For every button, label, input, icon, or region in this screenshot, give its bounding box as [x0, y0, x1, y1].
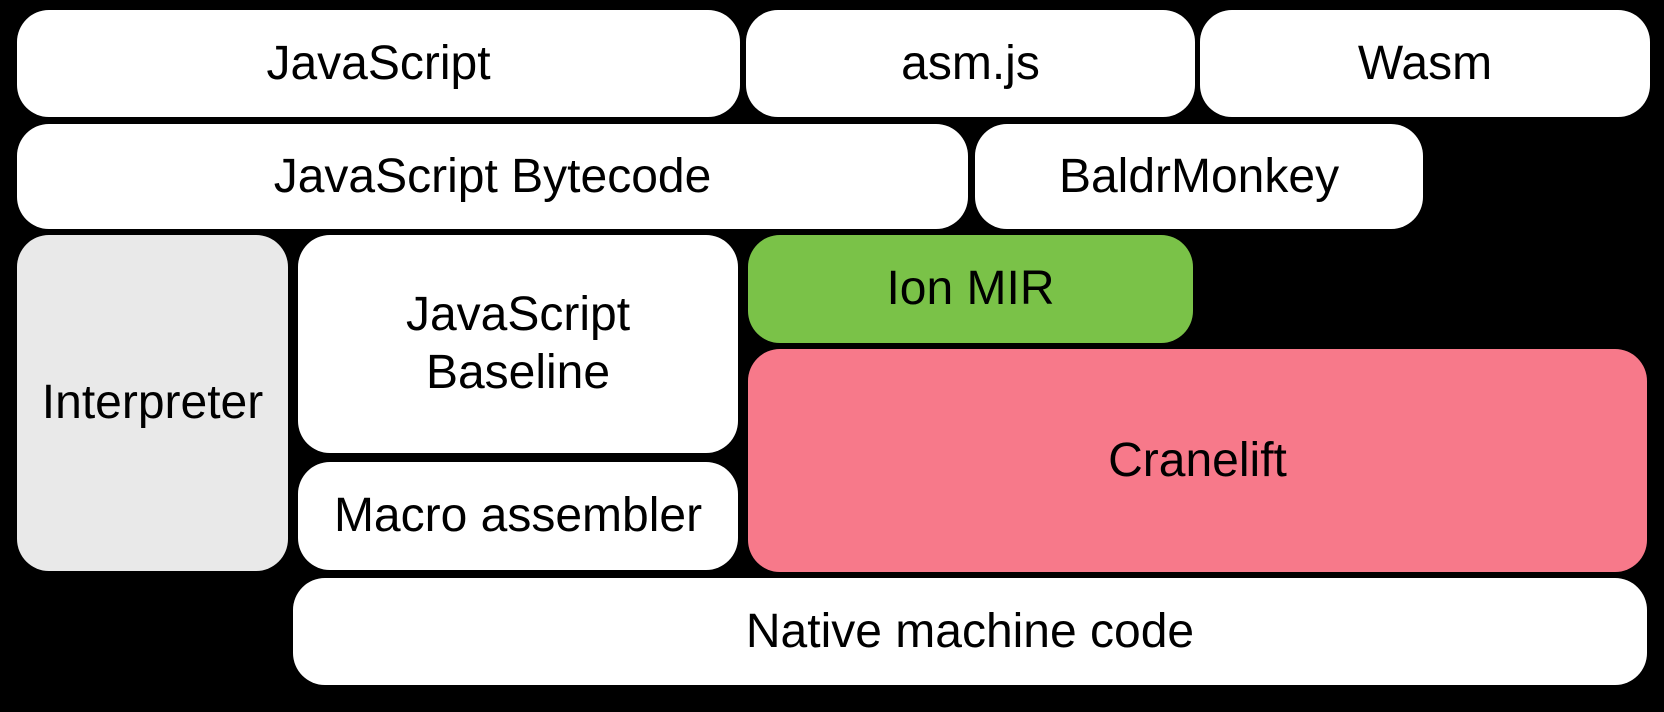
node-ion-mir: Ion MIR: [748, 235, 1193, 343]
node-javascript-bytecode: JavaScript Bytecode: [17, 124, 968, 229]
node-javascript-baseline-line1: JavaScript: [405, 288, 631, 342]
node-baldrmonkey: BaldrMonkey: [975, 124, 1423, 229]
node-javascript-bytecode-label: JavaScript Bytecode: [273, 149, 712, 203]
node-wasm-label: Wasm: [1357, 36, 1493, 90]
node-native-machine-code: Native machine code: [293, 578, 1647, 685]
node-cranelift: Cranelift: [748, 349, 1647, 572]
node-macro-assembler: Macro assembler: [298, 462, 738, 570]
node-cranelift-label: Cranelift: [1108, 433, 1287, 487]
node-interpreter: Interpreter: [17, 235, 288, 571]
node-ion-mir-label: Ion MIR: [886, 262, 1055, 316]
node-wasm: Wasm: [1200, 10, 1650, 117]
node-asm-js-label: asm.js: [901, 36, 1040, 90]
node-asm-js: asm.js: [746, 10, 1195, 117]
node-javascript-label: JavaScript: [266, 36, 491, 90]
node-javascript-baseline: JavaScript Baseline: [298, 235, 738, 453]
node-macro-assembler-label: Macro assembler: [333, 489, 703, 543]
node-baldrmonkey-label: BaldrMonkey: [1058, 149, 1340, 203]
node-native-machine-code-label: Native machine code: [745, 604, 1195, 658]
node-javascript: JavaScript: [17, 10, 740, 117]
node-javascript-baseline-line2: Baseline: [425, 346, 611, 399]
node-interpreter-label: Interpreter: [41, 376, 264, 430]
